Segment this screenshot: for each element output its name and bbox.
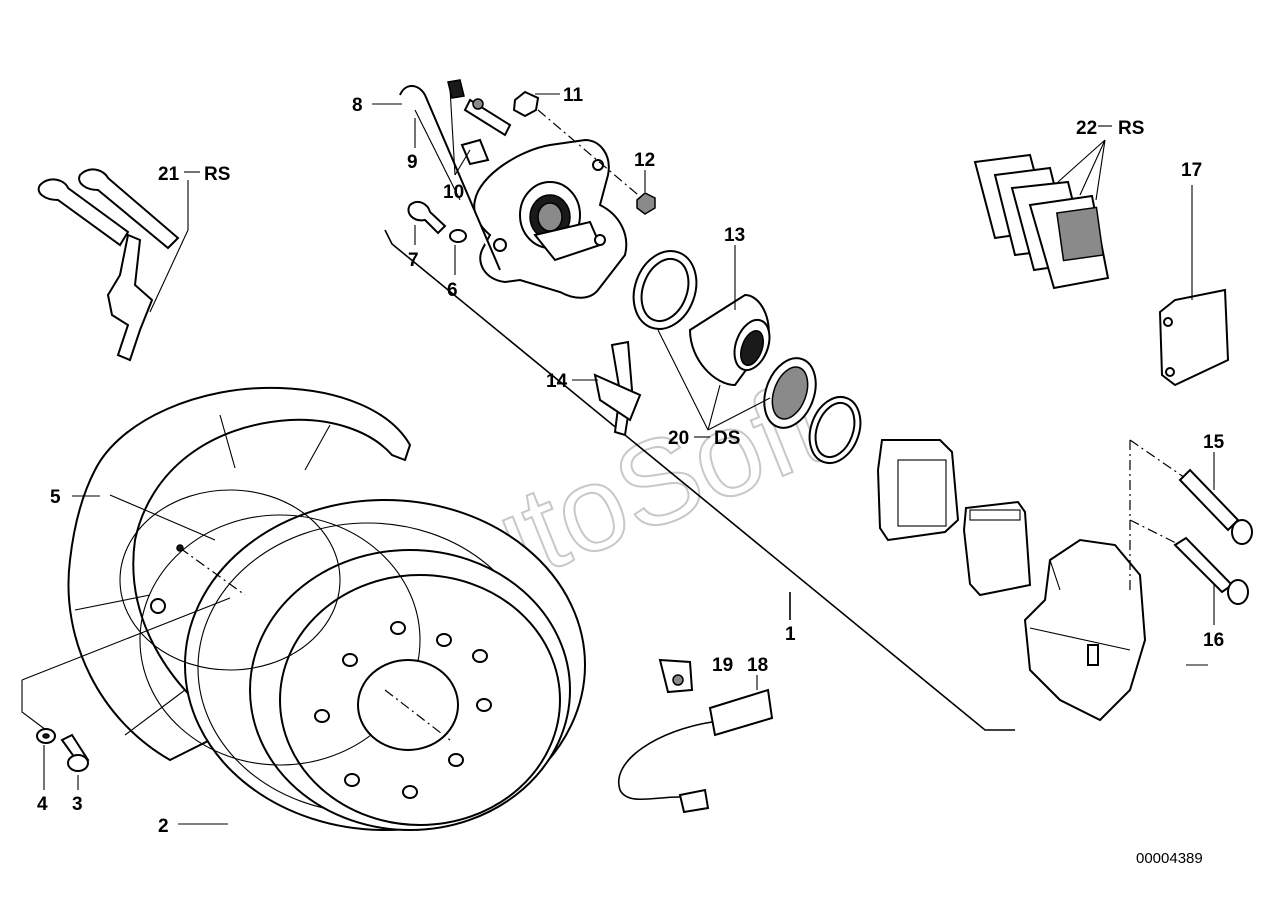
- callout-16: 16: [1203, 630, 1224, 651]
- callout-5: 5: [50, 487, 61, 508]
- callout-2: 2: [158, 816, 169, 837]
- bolt-3[interactable]: [60, 733, 90, 772]
- callout-22-rs: RS: [1118, 118, 1144, 139]
- disc-bolt-holes: [314, 621, 492, 799]
- reference-number: 00004389: [1136, 850, 1203, 867]
- mount-lines: [1129, 439, 1189, 590]
- dust-shield[interactable]: [67, 386, 412, 762]
- leader-20: [657, 329, 771, 431]
- dust-cap-10[interactable]: [447, 79, 490, 166]
- callout-6: 6: [447, 280, 458, 301]
- callout-7: 7: [408, 250, 419, 271]
- bolt-15[interactable]: [1178, 468, 1253, 545]
- callout-3: 3: [72, 794, 83, 815]
- washer-6[interactable]: [449, 229, 467, 243]
- callout-labels: 1 2 3 4 5 6 7 8 9 10 11 12 13 14 15 16 1…: [37, 85, 1225, 837]
- callout-1: 1: [785, 624, 796, 645]
- shim-17[interactable]: [1158, 288, 1230, 387]
- backing-plate: [119, 489, 341, 671]
- callout-19: 19: [712, 655, 733, 676]
- callout-15: 15: [1203, 432, 1225, 453]
- callout-11: 11: [563, 85, 584, 106]
- callout-22: 22: [1076, 118, 1097, 139]
- repair-kit-21[interactable]: [37, 168, 180, 362]
- bracket-line-1: [384, 229, 1015, 731]
- dust-boot[interactable]: [755, 351, 825, 435]
- callout-14: 14: [546, 371, 568, 392]
- callout-21: 21: [158, 164, 180, 185]
- bleeder-screw-9[interactable]: [463, 98, 512, 137]
- callout-18: 18: [747, 655, 768, 676]
- nut-12[interactable]: [636, 192, 656, 215]
- callout-20: 20: [668, 428, 689, 449]
- callout-9: 9: [407, 152, 418, 173]
- caliper-housing[interactable]: [1023, 538, 1147, 722]
- callout-21-rs: RS: [204, 164, 230, 185]
- brake-pad-set-22[interactable]: [973, 153, 1110, 290]
- callout-leaders: [43, 87, 1215, 825]
- bracket-line-3-4: [21, 597, 231, 731]
- brake-pad-outer[interactable]: [876, 439, 960, 542]
- leader-21: [149, 180, 189, 313]
- callout-8: 8: [352, 95, 363, 116]
- spring-clip-14[interactable]: [593, 340, 642, 437]
- callout-17: 17: [1181, 160, 1202, 181]
- callout-13: 13: [724, 225, 745, 246]
- callout-4: 4: [37, 794, 48, 815]
- caliper-carrier[interactable]: [473, 138, 628, 299]
- seal-ring[interactable]: [801, 390, 869, 470]
- piston-13[interactable]: [688, 293, 776, 387]
- washer-4[interactable]: [36, 728, 56, 744]
- leader-22: [1057, 139, 1106, 201]
- guide-bolt-8[interactable]: [399, 85, 501, 271]
- brake-disc[interactable]: [139, 499, 586, 831]
- cable-clip-19[interactable]: [658, 658, 694, 694]
- wear-sensor-18[interactable]: [617, 688, 774, 814]
- brake-pad-inner[interactable]: [962, 500, 1032, 597]
- bolt-7[interactable]: [407, 201, 447, 235]
- callout-ds: DS: [714, 428, 740, 449]
- callout-10: 10: [443, 182, 464, 203]
- bolt-16[interactable]: [1173, 536, 1249, 605]
- piston-seal[interactable]: [623, 242, 707, 338]
- nut-11[interactable]: [512, 90, 651, 206]
- callout-12: 12: [634, 150, 655, 171]
